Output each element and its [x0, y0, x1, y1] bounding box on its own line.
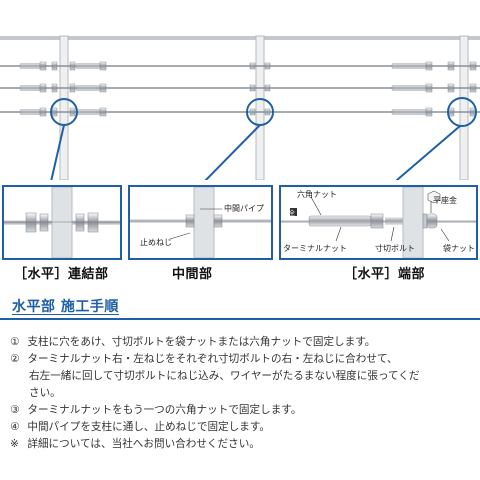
label-set-screw: 止めねじ — [140, 238, 172, 247]
hex-nut — [469, 83, 477, 93]
step-text: 詳細については、当社へお問い合わせください。 — [27, 438, 260, 450]
leader-line-middle — [204, 124, 261, 180]
hex-nut — [447, 83, 455, 93]
hex-nut — [69, 107, 76, 117]
hex-nut — [425, 107, 433, 117]
step-text: 中間パイプを支柱に通し、止めねじで固定します。 — [27, 421, 270, 433]
step-text: さい。 — [29, 387, 61, 399]
label-hex-nut: 六角ナット — [297, 190, 337, 199]
middle-collar — [249, 84, 256, 92]
hex-nut — [69, 61, 76, 71]
middle-collar — [264, 108, 271, 116]
connection-detail-drawing — [4, 187, 120, 258]
caption-middle: 中間部 — [172, 267, 213, 282]
label-flat-washer: 平座金 — [433, 196, 457, 205]
procedure-step-2-cont: 右左一緒に回して寸切ボルトにねじ込み、ワイヤーがたるまない程度に張ってくだ — [10, 368, 476, 385]
detail-connection-box — [2, 185, 122, 260]
terminal-body — [391, 85, 427, 91]
procedure-note: ※ 詳細については、当社へお問い合わせください。 — [10, 436, 476, 453]
step-text: ターミナルナットをもう一つの六角ナットで固定します。 — [27, 404, 302, 416]
hex-marker-label: 全 — [289, 210, 296, 217]
hex-nut — [425, 83, 433, 93]
middle-collar — [264, 84, 271, 92]
wire-railing-elevation — [0, 35, 480, 180]
hex-nut — [39, 107, 47, 117]
middle-collar — [249, 62, 256, 70]
step-text: ターミナルナット右・左ねじをそれぞれ寸切ボルトの右・左ねじに合わせて、 — [27, 353, 398, 365]
hex-nut — [425, 61, 433, 71]
label-threaded-bolt: 寸切ボルト — [375, 244, 415, 253]
end-detail-drawing — [281, 187, 476, 258]
procedure-title: 水平部 施工手順 — [12, 299, 119, 315]
procedure-steps: ① 支柱に穴をあけ、寸切ボルトを袋ナットまたは六角ナットで固定します。 ② ター… — [10, 334, 476, 453]
hex-nut — [99, 61, 107, 71]
step-number: ※ — [10, 438, 19, 450]
hex-nut — [99, 83, 107, 93]
turnbuckle-body — [75, 85, 101, 91]
label-cap-nut: 袋ナット — [443, 244, 475, 253]
post-right — [459, 35, 469, 180]
procedure-step-2-cont: さい。 — [10, 385, 476, 402]
hex-nut — [51, 83, 58, 93]
procedure-step-2: ② ターミナルナット右・左ねじをそれぞれ寸切ボルトの右・左ねじに合わせて、 — [10, 351, 476, 368]
procedure-step-3: ③ ターミナルナットをもう一つの六角ナットで固定します。 — [10, 402, 476, 419]
hex-nut — [469, 61, 477, 71]
step-text: 支柱に穴をあけ、寸切ボルトを袋ナットまたは六角ナットで固定します。 — [27, 336, 376, 348]
terminal-body — [391, 63, 427, 69]
label-terminal-nut: ターミナルナット — [283, 244, 347, 253]
step-text: 右左一緒に回して寸切ボルトにねじ込み、ワイヤーがたるまない程度に張ってくだ — [29, 370, 420, 382]
turnbuckle-body — [75, 63, 101, 69]
section-divider — [0, 318, 480, 320]
turnbuckle-body — [19, 109, 41, 115]
step-number: ② — [10, 353, 20, 365]
middle-detail-drawing — [130, 187, 271, 258]
top-rail — [0, 36, 480, 40]
middle-collar — [264, 62, 271, 70]
leader-line-right — [395, 125, 461, 180]
procedure-step-4: ④ 中間パイプを支柱に通し、止めねじで固定します。 — [10, 419, 476, 436]
step-number: ④ — [10, 421, 20, 433]
hex-nut — [69, 83, 76, 93]
detail-end-box: 六角ナット 平座金 ターミナルナット 寸切ボルト 袋ナット 全 — [279, 185, 478, 260]
procedure-step-1: ① 支柱に穴をあけ、寸切ボルトを袋ナットまたは六角ナットで固定します。 — [10, 334, 476, 351]
hex-nut — [99, 107, 107, 117]
hex-nut — [39, 61, 47, 71]
terminal-body — [391, 109, 427, 115]
caption-connection: ［水平］連結部 — [14, 267, 109, 282]
hex-nut — [447, 61, 455, 71]
step-number: ③ — [10, 404, 20, 416]
label-middle-pipe: 中間パイプ — [224, 204, 264, 213]
hex-nut — [39, 83, 47, 93]
turnbuckle-body — [19, 63, 41, 69]
hex-nut — [51, 107, 58, 117]
post-left — [59, 35, 69, 180]
middle-collar — [249, 108, 256, 116]
post-middle — [255, 35, 265, 180]
turnbuckle-body — [19, 85, 41, 91]
turnbuckle-body — [75, 109, 101, 115]
caption-end: ［水平］端部 — [344, 267, 426, 282]
leader-line-left — [50, 124, 65, 180]
hex-nut — [51, 61, 58, 71]
step-number: ① — [10, 336, 20, 348]
detail-middle-box: 中間パイプ 止めねじ — [128, 185, 273, 260]
detail-marker-right — [447, 97, 477, 127]
